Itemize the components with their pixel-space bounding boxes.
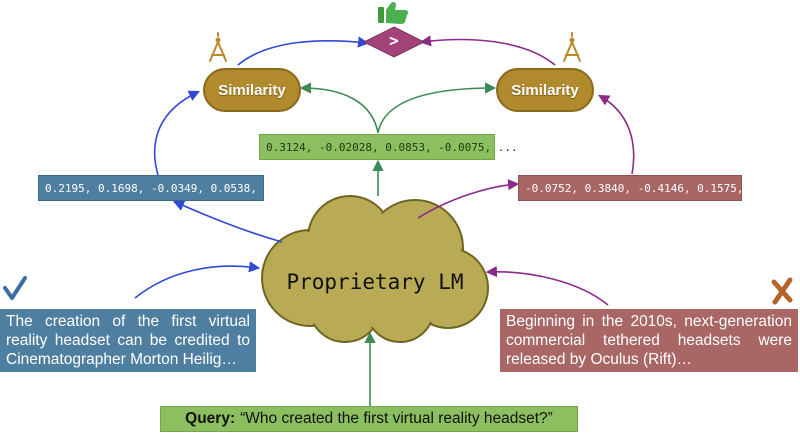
arrow-lm-to-positive-embedding [172, 200, 283, 243]
proprietary-lm-cloud [261, 195, 489, 343]
arrow-negative-embedding-to-similarity [598, 94, 635, 175]
positive-embedding: 0.2195, 0.1698, -0.0349, 0.0538, ... [38, 175, 283, 201]
positive-document: The creation of the first virtual realit… [0, 309, 256, 372]
compass-icon [209, 32, 227, 62]
checkmark-icon [3, 276, 27, 300]
query-embedding: 0.3124, -0.02028, 0.0853, -0.0075, ... [259, 134, 518, 160]
comparison-diamond [362, 26, 426, 58]
arrow-query-embedding-to-similarity-left [299, 82, 379, 134]
cross-icon [771, 277, 793, 305]
arrow-query-embedding-to-similarity-right [377, 82, 497, 134]
arrow-positive-embedding-to-similarity [153, 90, 201, 176]
proprietary-lm-label: Proprietary LM [286, 270, 464, 294]
similarity-node-left: Similarity [203, 68, 301, 112]
arrow-similarity-right-to-comparator [419, 35, 556, 66]
negative-embedding: -0.0752, 0.3840, -0.4146, 0.1575, ... [518, 175, 770, 201]
query-box: Query: “Who created the first virtual re… [160, 406, 578, 432]
arrow-similarity-left-to-comparator [237, 36, 370, 66]
query-text: “Who created the first virtual reality h… [240, 410, 553, 427]
comparison-symbol: > [389, 31, 399, 50]
arrow-lm-to-negative-embedding [417, 179, 520, 219]
negative-document: Beginning in the 2010s, next-generation … [500, 309, 798, 372]
arrow-doc-positive-to-lm [134, 261, 261, 299]
compass-icon [563, 32, 581, 62]
arrow-doc-negative-to-lm [485, 265, 609, 306]
query-prefix: Query: [185, 410, 236, 427]
similarity-node-right: Similarity [496, 68, 594, 112]
thumbs-up-icon [378, 1, 409, 24]
